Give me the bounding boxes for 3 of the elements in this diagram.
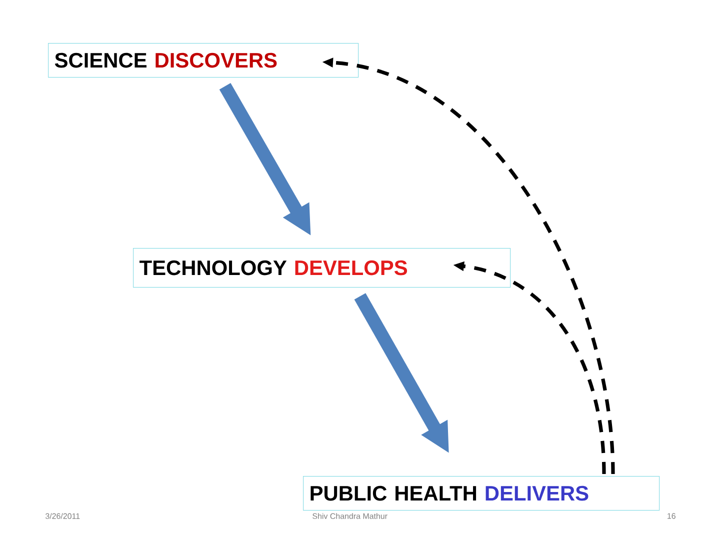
text-box: PUBLIC HEALTH DELIVERS bbox=[303, 476, 660, 511]
text-box: TECHNOLOGY DEVELOPS bbox=[133, 248, 511, 288]
text-box: SCIENCE DISCOVERS bbox=[48, 43, 359, 78]
